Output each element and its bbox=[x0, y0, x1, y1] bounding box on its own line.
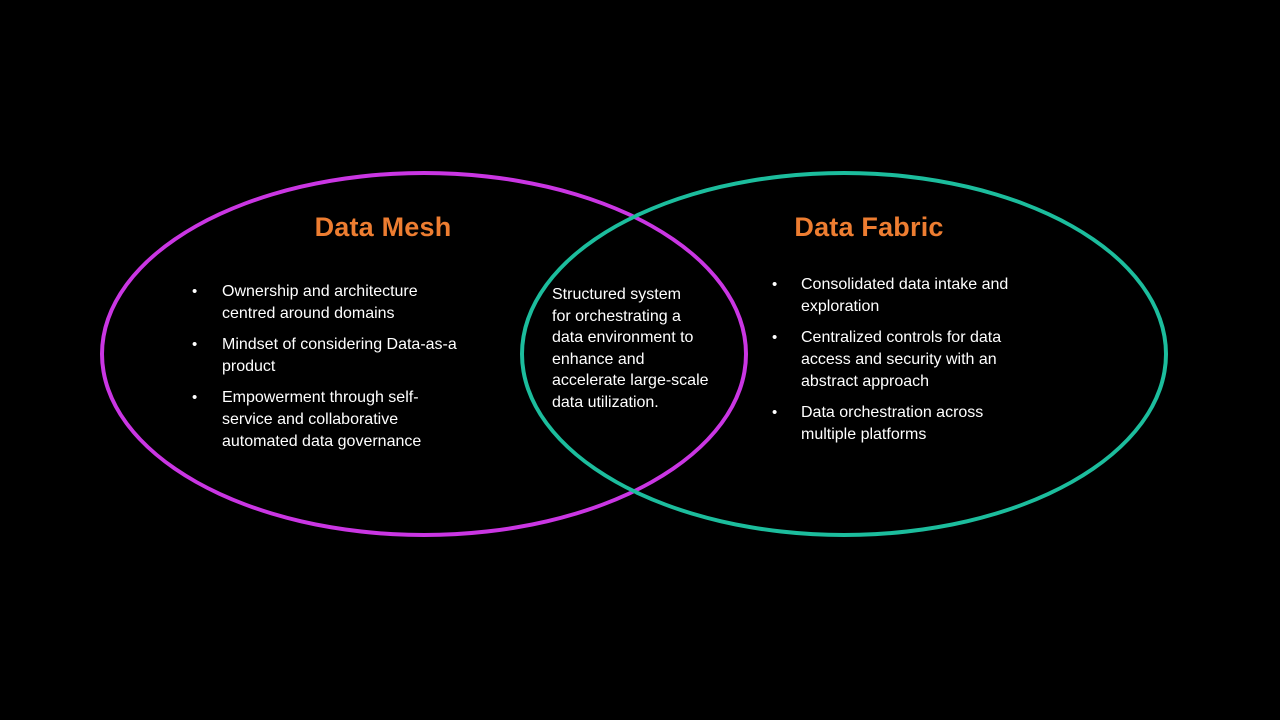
data-fabric-ellipse bbox=[520, 171, 1168, 537]
bullet-text: Centralized controls for data access and… bbox=[801, 329, 1002, 390]
data-fabric-bullet-3: Data orchestration across multiple platf… bbox=[772, 402, 1019, 446]
bullet-text: Mindset of considering Data-as-a product bbox=[222, 336, 457, 375]
data-fabric-bullet-list: Consolidated data intake and exploration… bbox=[772, 274, 1019, 455]
intersection-line: for orchestrating a bbox=[552, 307, 681, 325]
data-mesh-bullet-3: Empowerment through self-service and col… bbox=[192, 387, 458, 453]
bullet-text: Data orchestration across multiple platf… bbox=[801, 404, 984, 443]
data-fabric-bullet-2: Centralized controls for data access and… bbox=[772, 327, 1019, 393]
data-fabric-bullet-1: Consolidated data intake and exploration bbox=[772, 274, 1019, 318]
data-mesh-title: Data Mesh bbox=[314, 212, 452, 242]
data-mesh-bullet-1: Ownership and architecture centred aroun… bbox=[192, 281, 458, 325]
intersection-line: data utilization. bbox=[552, 393, 659, 411]
bullet-text: Empowerment through self-service and col… bbox=[222, 389, 422, 450]
intersection-line: Structured system bbox=[552, 286, 681, 303]
bullet-text: Consolidated data intake and exploration bbox=[801, 276, 1009, 315]
intersection-line: enhance and bbox=[552, 350, 645, 368]
data-fabric-title: Data Fabric bbox=[794, 212, 944, 242]
bullet-text: Ownership and architecture centred aroun… bbox=[222, 283, 418, 322]
data-mesh-bullet-list: Ownership and architecture centred aroun… bbox=[192, 281, 458, 462]
intersection-line: data environment to bbox=[552, 329, 694, 346]
data-mesh-bullet-2: Mindset of considering Data-as-a product bbox=[192, 334, 458, 378]
intersection-line: accelerate large-scale bbox=[552, 372, 709, 389]
intersection-text: Structured system for orchestrating a da… bbox=[552, 284, 724, 413]
